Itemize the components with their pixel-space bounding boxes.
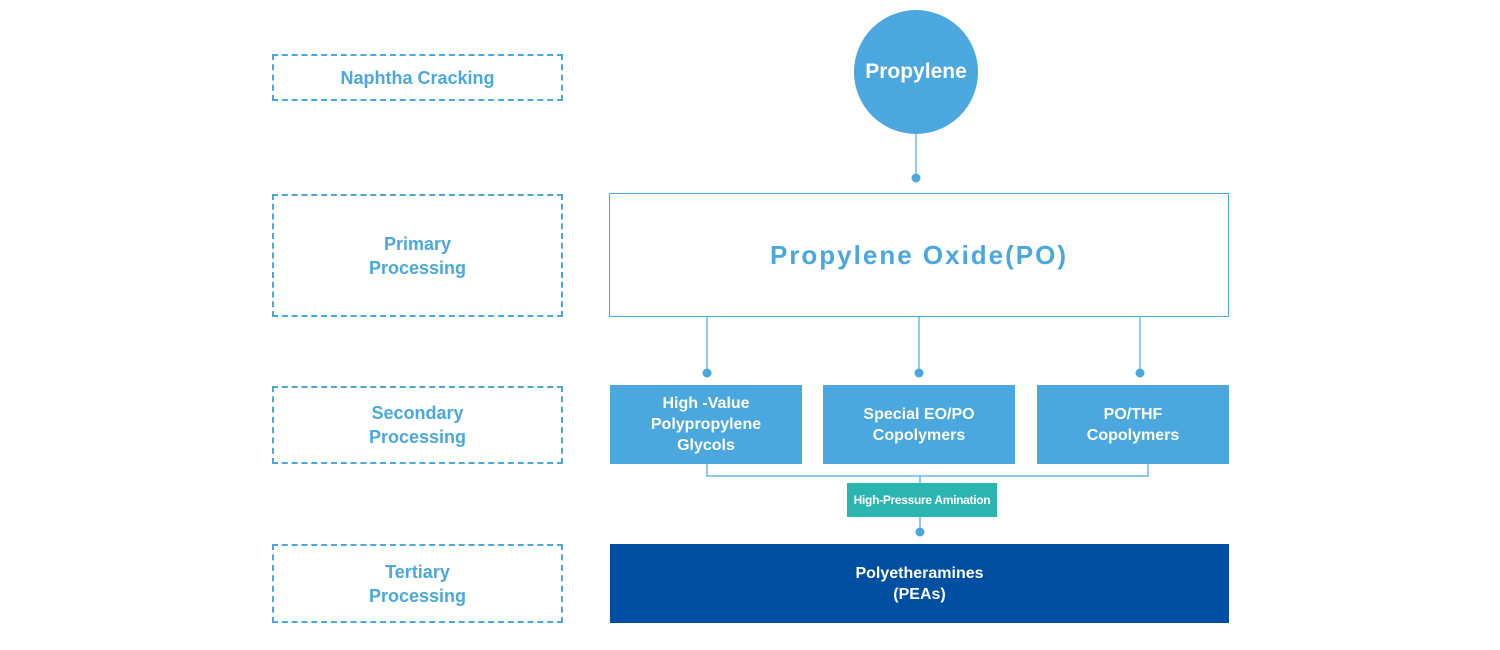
stage-naphtha-cracking: Naphtha Cracking <box>272 54 563 101</box>
product-label: PO/THF Copolymers <box>1086 405 1180 444</box>
product-eopo-copolymers: Special EO/PO Copolymers <box>823 385 1015 464</box>
connector-dot <box>911 173 921 183</box>
stage-secondary-processing: Secondary Processing <box>272 386 563 464</box>
polyetheramines-node: Polyetheramines (PEAs) <box>610 544 1229 623</box>
propylene-label: Propylene <box>865 60 967 83</box>
connector-dot <box>915 527 925 537</box>
amination-label: High-Pressure Amination <box>853 493 991 507</box>
stage-tertiary-processing: Tertiary Processing <box>272 544 563 623</box>
propylene-oxide-label: Propylene Oxide(PO) <box>769 239 1069 270</box>
connector-dot <box>1135 368 1145 378</box>
stage-label: Secondary Processing <box>368 403 467 447</box>
connector-dot <box>702 368 712 378</box>
stage-label: Naphtha Cracking <box>340 67 495 88</box>
polyetheramines-label: Polyetheramines (PEAs) <box>855 564 984 603</box>
product-glycols: High -Value Polypropylene Glycols <box>610 385 802 464</box>
propylene-oxide-node: Propylene Oxide(PO) <box>609 193 1229 317</box>
product-label: Special EO/PO Copolymers <box>863 405 975 444</box>
stage-label: Primary Processing <box>368 233 467 278</box>
product-pothf-copolymers: PO/THF Copolymers <box>1037 385 1229 464</box>
stage-primary-processing: Primary Processing <box>272 194 563 317</box>
connector-dot <box>914 368 924 378</box>
stage-label: Tertiary Processing <box>368 561 467 606</box>
product-label: High -Value Polypropylene Glycols <box>650 395 762 454</box>
amination-process: High-Pressure Amination <box>847 483 997 517</box>
propylene-node: Propylene <box>854 10 978 134</box>
connector-products-merge <box>706 464 1149 477</box>
